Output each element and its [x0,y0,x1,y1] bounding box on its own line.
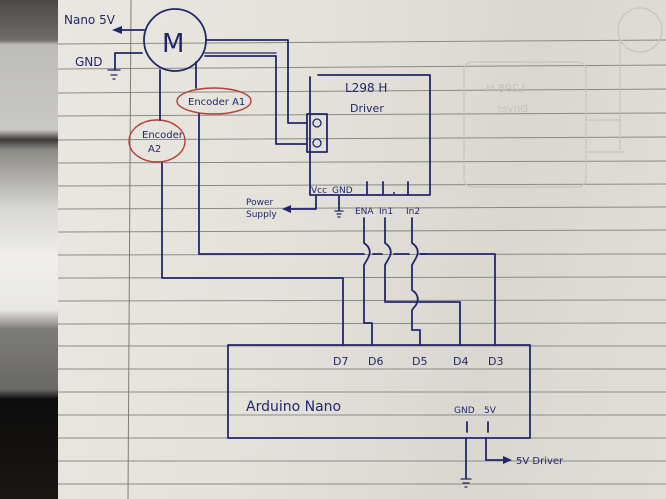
arduino-nano: Arduino Nano D7 D6 D5 D4 D3 GND 5V [227,344,531,439]
vcc-wire [287,195,317,210]
arduino-pin-d6: D6 [368,355,383,368]
rule-line [57,160,666,164]
ghost-motor [617,7,663,53]
motor-gnd-wire [114,52,143,71]
arduino-pin-d5: D5 [412,355,427,368]
arduino-pin-gnd: GND [454,406,475,416]
driver-name: L298 H [345,81,387,95]
arduino-pin-d3: D3 [488,355,503,368]
arduino-pin-5v: 5V [484,406,497,416]
arrow-left-icon [282,205,291,213]
motor-output-wire-1 [205,39,307,124]
encoder-a1-highlight [176,87,252,115]
ghost-wires [586,40,625,153]
rule-line [57,229,666,233]
ghost-driver-subtitle: Driver [496,104,528,115]
rule-line [57,322,666,325]
in2-to-d5-wire [411,217,421,346]
arrow-left-icon [112,26,122,34]
background-desk [0,0,60,499]
driver-pin-in1: In1 [379,207,393,217]
motor-output-wire-2 [204,55,307,145]
rule-line [57,64,666,70]
arduino-pin-d4: D4 [453,355,468,368]
ghost-driver-box [463,61,587,188]
rule-line [57,136,666,141]
l298-driver: L298 H Driver Vcc GND [306,74,431,196]
motor-gnd-label: GND [75,55,103,69]
driver-subtitle: Driver [350,102,384,115]
rule-line [57,276,666,279]
driver-pin-ena: ENA [355,207,374,217]
arduino-5v-wire [485,437,506,461]
driver-header-pins [366,181,409,195]
ena-to-d6-wire [363,217,373,346]
power-supply-label-line1: Power [246,198,274,208]
encoder-a2-label-line1: Encoder [142,130,184,141]
driver-pin-gnd: GND [332,186,353,196]
ghost-driver-name: L298 H [486,82,525,95]
encoder-a2-highlight [128,119,186,163]
arduino-pin-d7: D7 [333,355,348,368]
driver-terminal-block [306,113,328,153]
power-supply-label-line2: Supply [246,210,277,220]
arrow-right-icon [503,456,512,464]
driver-header-dot [393,192,395,194]
rule-line [57,39,666,45]
in1-to-d4-wire [384,217,461,346]
motor-symbol: M [162,29,184,59]
ground-icon [334,210,344,218]
rule-line [57,183,666,187]
encoder-a1-label: Encoder A1 [188,97,245,108]
motor: M Nano 5V GND [64,8,207,80]
rule-line [57,299,666,302]
ground-icon [107,69,121,80]
encoder-a2-label-line2: A2 [148,144,161,155]
margin-line [127,0,132,499]
5v-driver-label: 5V Driver [516,456,564,467]
terminal-screw-icon [312,118,322,128]
arduino-power-pins [466,421,489,433]
driver-box [309,74,431,196]
nano-5v-label: Nano 5V [64,13,116,27]
encoder-a1-wire [198,113,365,255]
driver-pin-in2: In2 [406,207,420,217]
ground-icon [460,478,472,488]
driver-pin-vcc: Vcc [311,186,327,196]
paper-rules [57,0,666,499]
terminal-screw-icon [312,138,322,148]
encoder-a1-to-d3-wire [419,253,496,346]
ghost-driver-show-through: L298 H Driver [463,7,663,188]
arduino-box [227,344,531,439]
arduino-name: Arduino Nano [246,399,341,415]
encoder-a2-to-d7-wire [161,162,344,346]
rule-line [57,206,666,210]
